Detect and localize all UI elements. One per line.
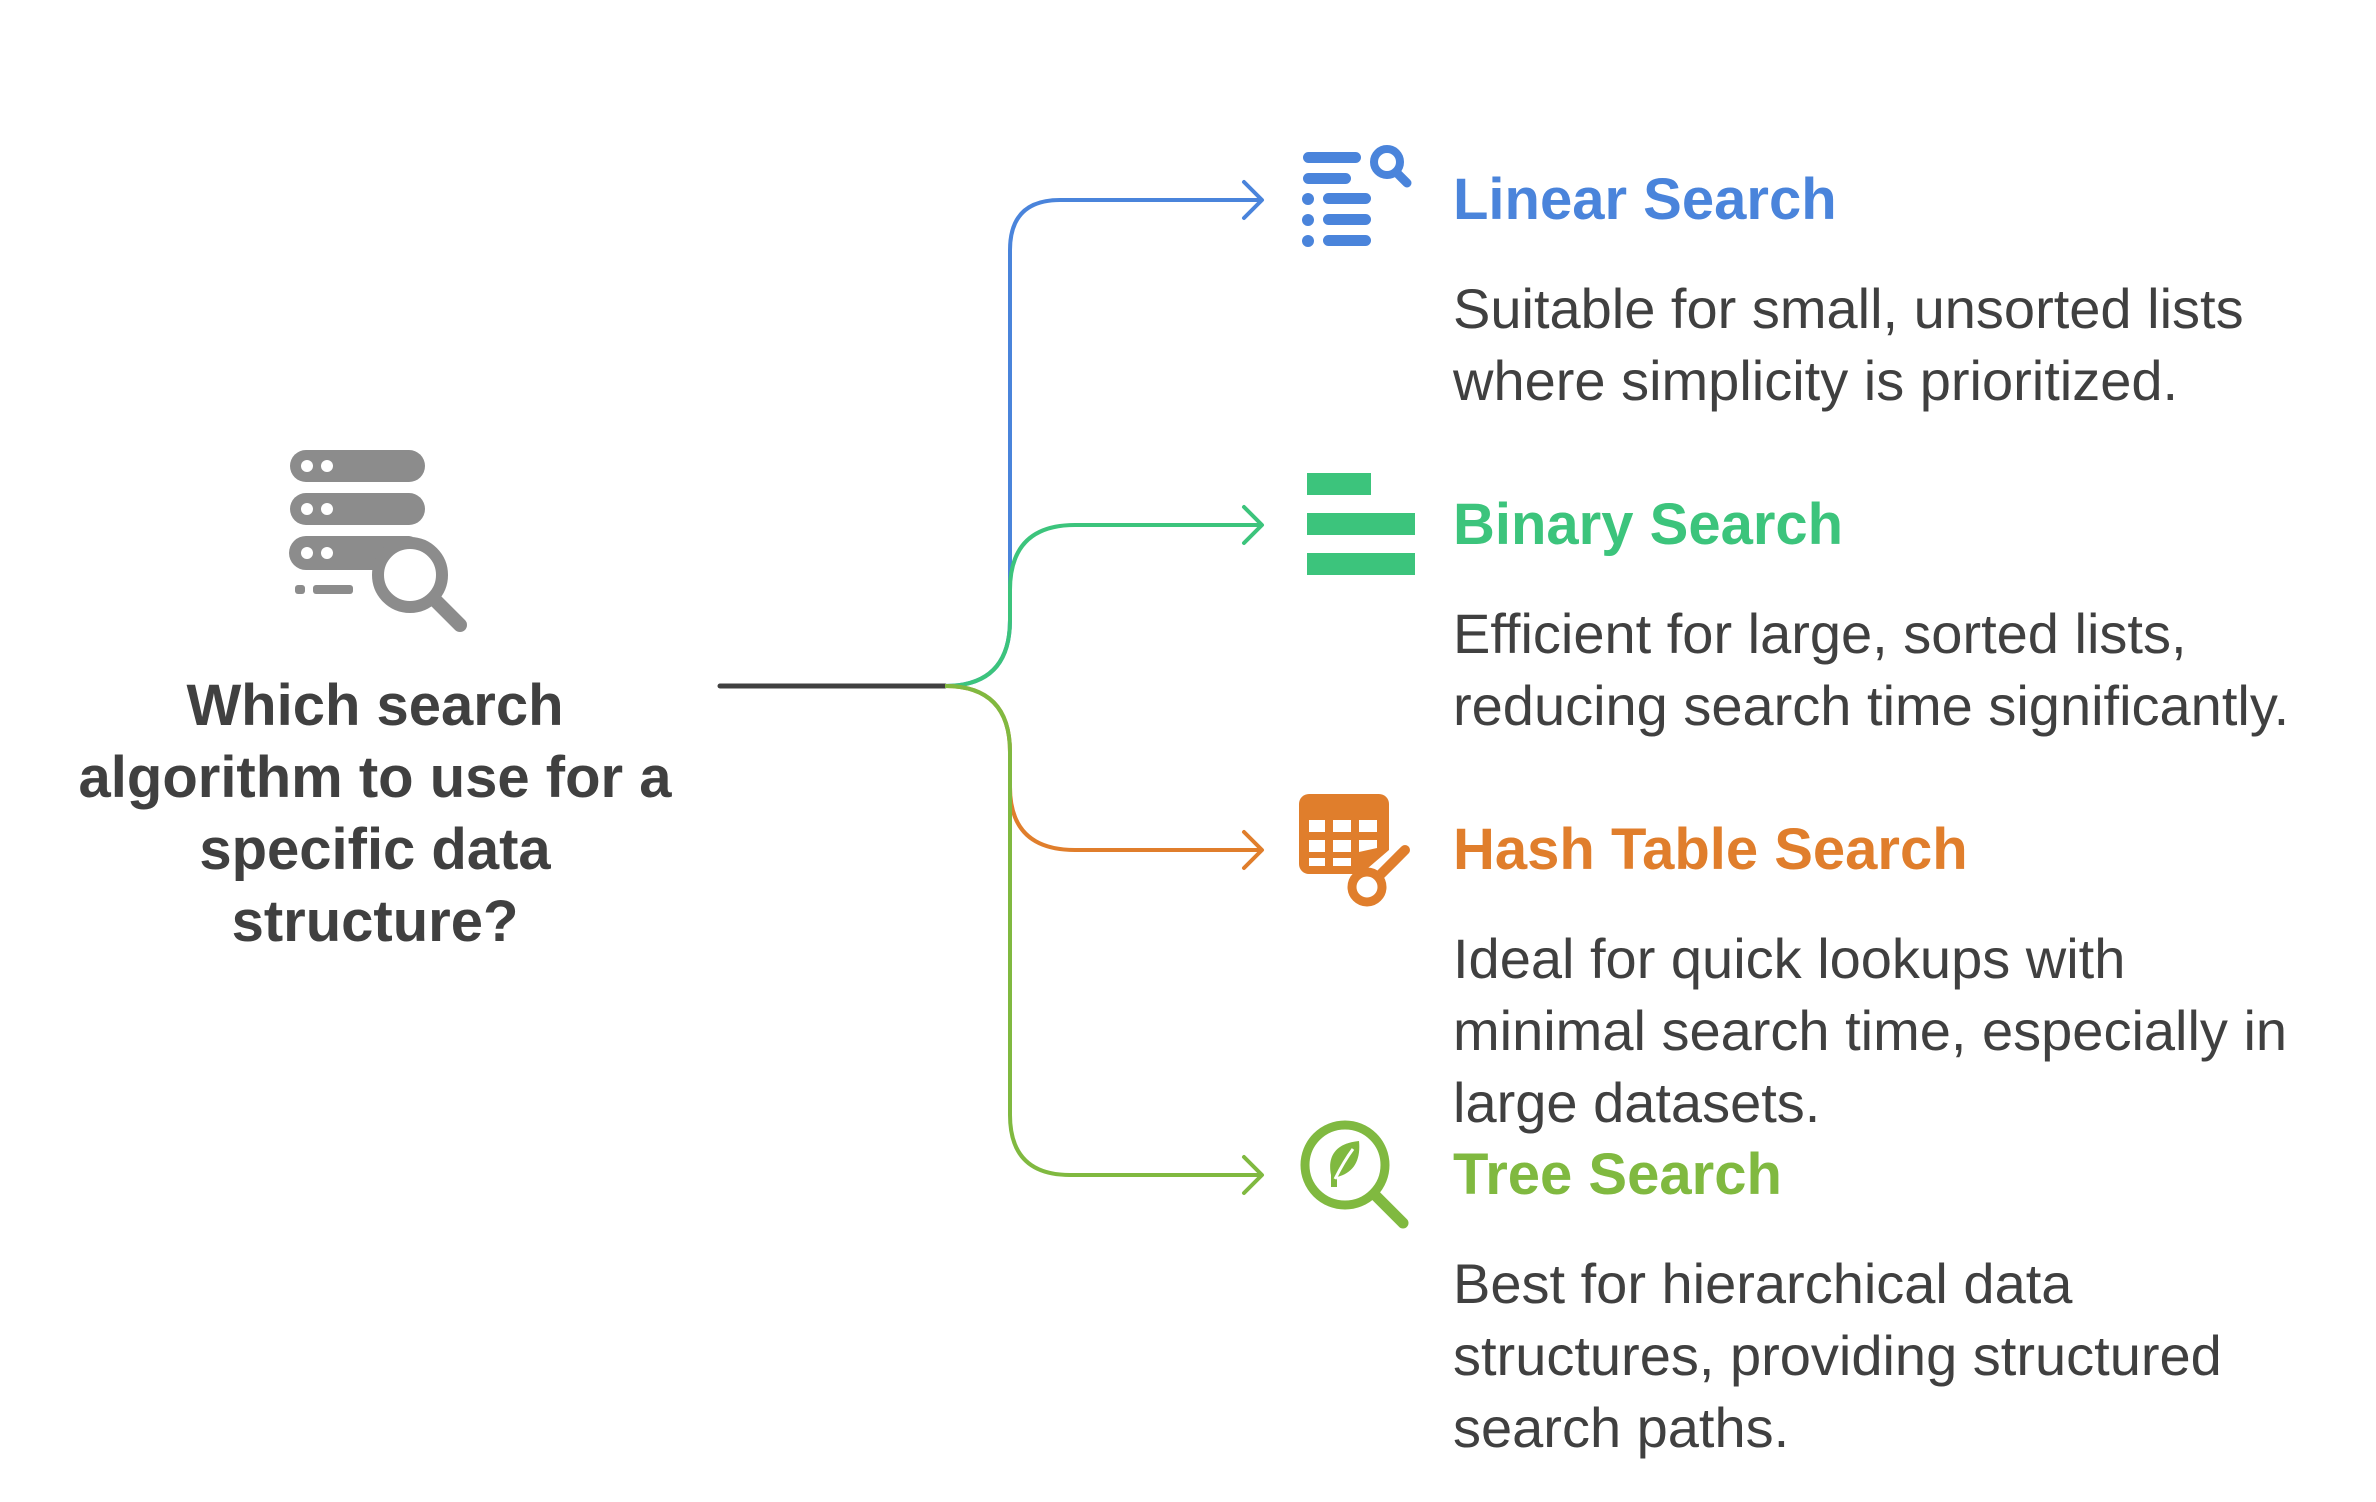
database-search-icon: [289, 450, 467, 632]
bars-icon: [1307, 473, 1415, 575]
branch-desc-tree-search: Best for hierarchical data structures, p…: [1453, 1252, 2222, 1459]
leaf-search-icon: [1300, 1120, 1409, 1229]
branch-title-tree-search: Tree Search: [1453, 1142, 1782, 1207]
table-key-icon: [1299, 794, 1410, 907]
branch-arrowhead-1: [1242, 505, 1264, 545]
branch-arrowhead-0: [1242, 180, 1264, 220]
branch-title-hash-table-search: Hash Table Search: [1453, 817, 1968, 882]
question-text: Which search algorithm to use for a spec…: [78, 673, 672, 954]
branch-desc-linear-search: Suitable for small, unsorted lists where…: [1453, 277, 2244, 412]
branch-connector-2: [944, 684, 1262, 852]
list-search-icon: [1302, 145, 1412, 247]
branch-desc-binary-search: Efficient for large, sorted lists, reduc…: [1453, 602, 2290, 737]
branch-arrowhead-3: [1242, 1155, 1264, 1195]
branch-title-linear-search: Linear Search: [1453, 167, 1837, 232]
branch-connector-3: [944, 684, 1262, 1177]
branch-desc-hash-table-search: Ideal for quick lookups with minimal sea…: [1453, 927, 2288, 1134]
branch-arrowhead-2: [1242, 830, 1264, 870]
branch-title-binary-search: Binary Search: [1453, 492, 1844, 557]
branch-connector-1: [944, 523, 1262, 688]
branch-connector-0: [944, 198, 1262, 688]
